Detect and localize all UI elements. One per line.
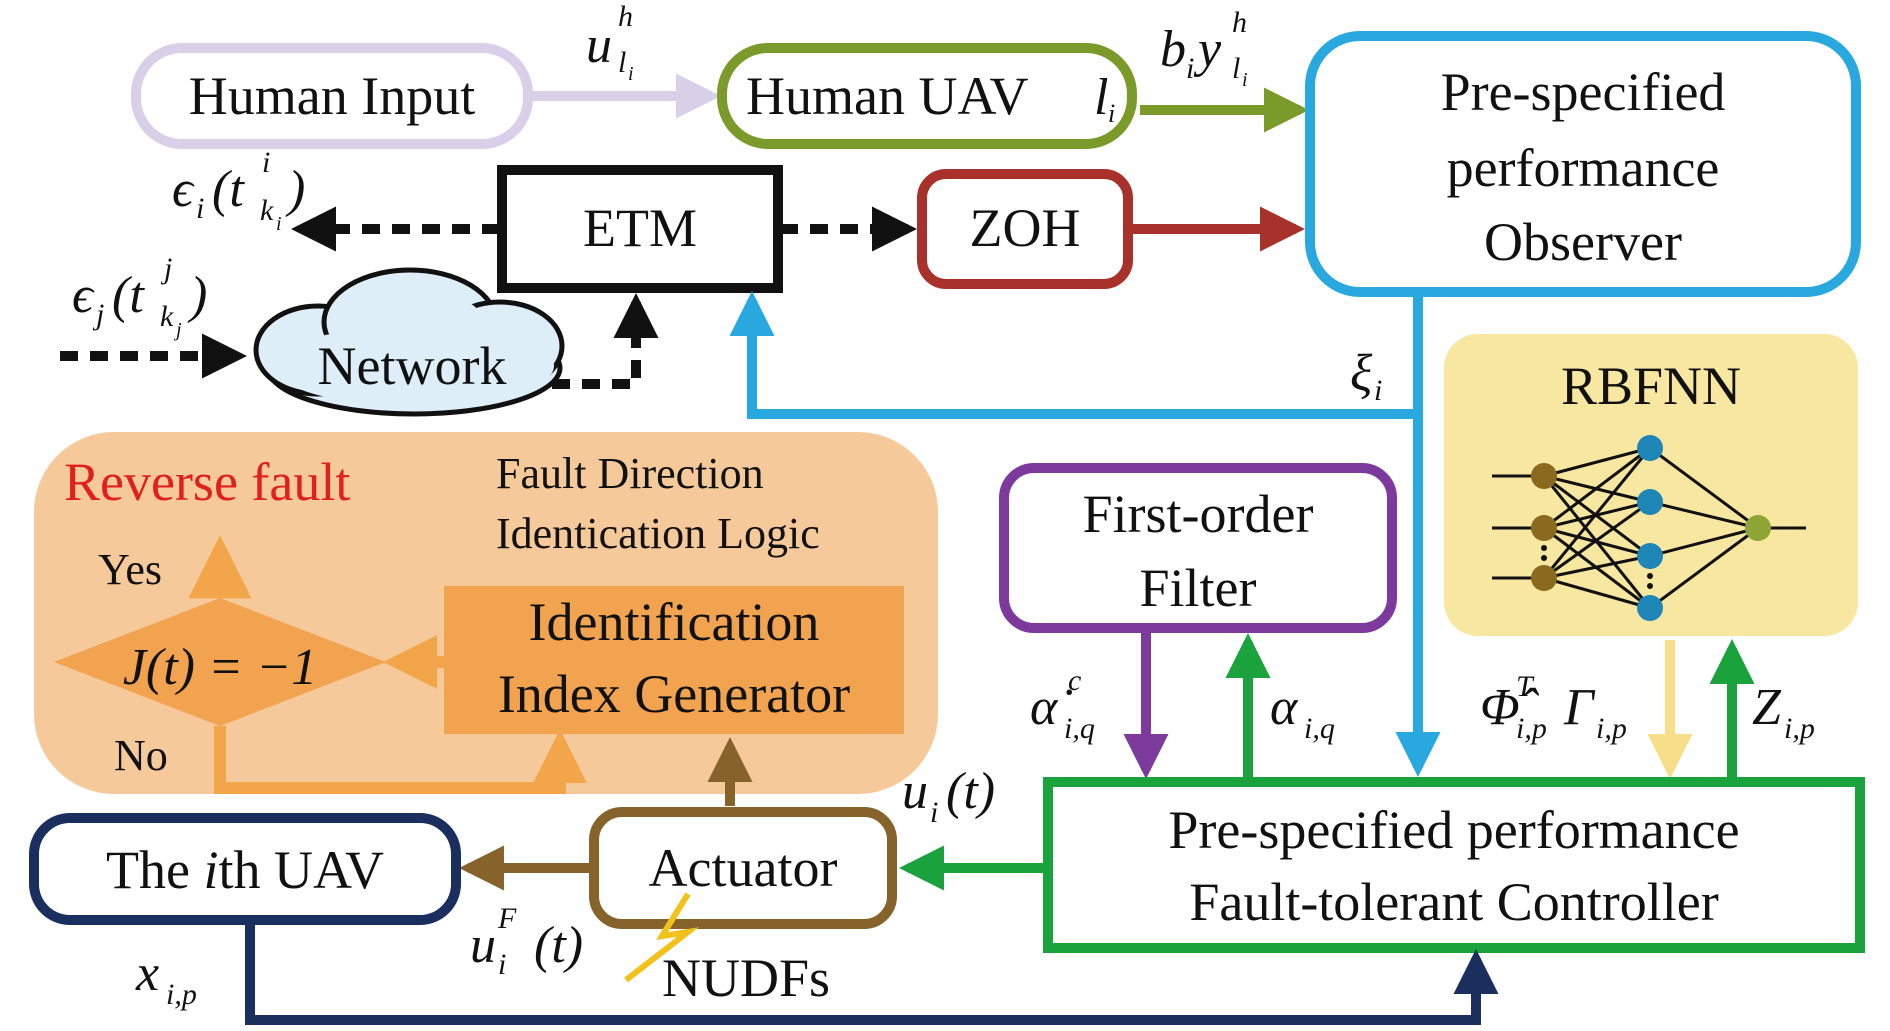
x-sub: i,p <box>166 978 197 1011</box>
human-uav-sub: l <box>1094 69 1108 126</box>
phi-sup: T <box>1516 670 1535 703</box>
human-uav-label: Human UAV <box>746 66 1029 126</box>
observer-label-line3: Observer <box>1484 212 1682 272</box>
eps-i-arg: (t <box>212 161 245 218</box>
by-subsub: i <box>1242 69 1248 91</box>
human-input-block <box>131 43 533 149</box>
yes-label: Yes <box>98 545 162 594</box>
network-to-etm-arrow <box>552 293 659 389</box>
eps-i-symbol: ϵ <box>172 161 195 218</box>
decision-diamond <box>54 598 386 726</box>
eps-j-symbol: ϵ <box>72 267 95 324</box>
zoh-block <box>917 169 1133 289</box>
lightning-icon <box>624 892 700 983</box>
u-h-sub: l <box>618 46 626 79</box>
ith-uav-prefix: The <box>106 840 203 900</box>
ith-uav-suffix: th UAV <box>218 840 384 900</box>
network-label: Network <box>318 336 507 396</box>
xi-feedback-arrow <box>729 291 1423 419</box>
by-y: y <box>1193 21 1222 78</box>
no-label: No <box>114 731 168 780</box>
uF-symbol: u <box>470 917 496 974</box>
observer-block <box>1305 31 1861 297</box>
no-arrow <box>214 726 587 794</box>
u-h-symbol: u <box>586 17 612 74</box>
uF-sub: i <box>498 948 506 981</box>
u-t-sub: i <box>930 796 938 829</box>
filter-label-line2: Filter <box>1140 558 1257 618</box>
eps-i-arg-subsub: i <box>276 213 282 235</box>
rbfnn-label: RBFNN <box>1561 356 1741 416</box>
eps-j-sub: j <box>92 298 104 331</box>
condition-label: J(t) = −1 <box>123 639 317 696</box>
gamma-sub: i,p <box>1596 712 1627 745</box>
filter-label-line1: First-order <box>1083 484 1314 544</box>
neural-network-nodes <box>1531 435 1771 621</box>
state-feedback-arrow <box>245 922 1499 1025</box>
eps-j-arg-sub: k <box>160 300 174 333</box>
etm-block <box>497 165 783 293</box>
human-input-label: Human Input <box>189 66 475 126</box>
u-h-sup: h <box>618 0 633 33</box>
eps-i-arg-sub: k <box>260 194 274 227</box>
by-sub: l <box>1232 52 1240 85</box>
by-sup: h <box>1232 6 1247 39</box>
fault-direction-title-line1: Fault Direction <box>496 449 764 498</box>
zoh-label: ZOH <box>970 198 1081 258</box>
nudfs-label: NUDFs <box>662 948 830 1008</box>
generator-label-line2: Index Generator <box>498 664 850 724</box>
u-t-symbol: u <box>902 763 928 820</box>
controller-label-line1: Pre-specified performance <box>1168 800 1739 860</box>
gamma-symbol: Γ <box>1563 679 1596 736</box>
human-uav-subsub: i <box>1108 99 1115 128</box>
u-h-subsub: i <box>628 63 634 85</box>
observer-label-line2: performance <box>1447 138 1720 198</box>
eps-j-arg: (t <box>112 267 145 324</box>
eps-i-sub: i <box>196 192 204 225</box>
etm-label: ETM <box>583 198 697 258</box>
network-cloud <box>253 267 565 417</box>
eps-i-close: ) <box>285 161 305 218</box>
rbfnn-block <box>1444 334 1858 636</box>
fault-direction-title-line2: Identication Logic <box>496 509 820 558</box>
neural-network-icon <box>1492 446 1806 610</box>
controller-label-line2: Fault-tolerant Controller <box>1189 872 1718 932</box>
alpha-sub: i,q <box>1304 712 1335 745</box>
alpha-dot-sub: i,q <box>1064 712 1095 745</box>
generator-label-line1: Identification <box>529 592 820 652</box>
by-b: b <box>1160 21 1186 78</box>
first-order-filter-block <box>999 463 1397 633</box>
eps-j-arg-sup: j <box>160 252 172 285</box>
ith-uav-label: The ith UAV <box>106 840 384 900</box>
eps-j-arg-subsub: j <box>173 319 182 341</box>
ith-uav-block <box>29 813 461 925</box>
phi-sub: i,p <box>1516 712 1547 745</box>
z-sub: i,p <box>1784 712 1815 745</box>
by-b-sub: i <box>1186 52 1194 85</box>
x-symbol: x <box>135 945 159 1002</box>
alpha-dot-sup: c <box>1068 664 1081 697</box>
human-uav-block <box>717 43 1137 149</box>
z-symbol: Z <box>1752 679 1782 736</box>
xi-sub: i <box>1374 374 1382 407</box>
alpha-symbol: α <box>1270 679 1299 736</box>
eps-j-close: ) <box>187 267 207 324</box>
observer-label-line1: Pre-specified <box>1441 62 1726 122</box>
eps-i-arg-sup: i <box>262 146 270 179</box>
uF-sup: F <box>497 902 517 935</box>
u-t-arg: (t) <box>946 763 995 820</box>
actuator-label: Actuator <box>649 838 838 898</box>
uF-arg: (t) <box>534 917 583 974</box>
ith-uav-italic: i <box>203 840 218 900</box>
reverse-fault-label: Reverse fault <box>64 452 350 512</box>
identification-index-generator <box>444 586 904 734</box>
xi-symbol: ξ <box>1350 345 1373 402</box>
